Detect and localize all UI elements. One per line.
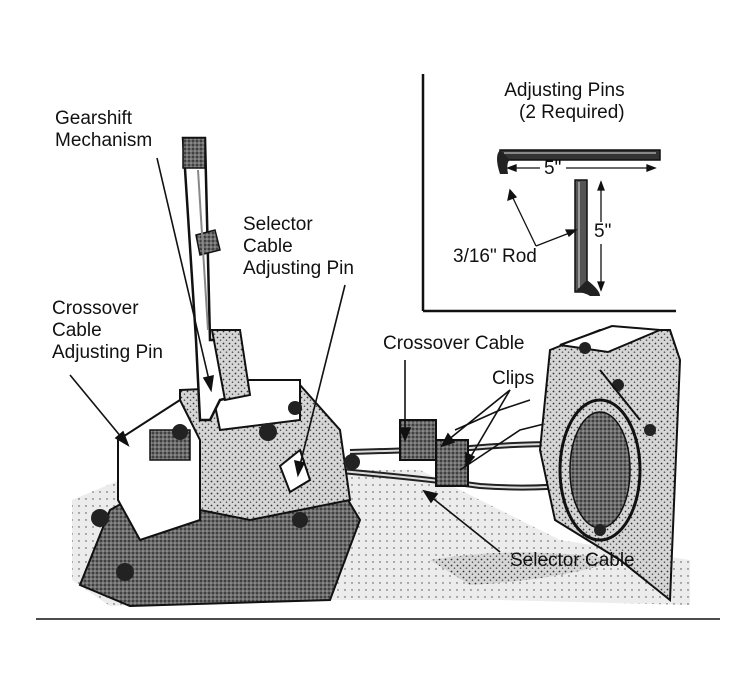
label-crossover-cable: Crossover Cable bbox=[383, 333, 525, 354]
label-leaders bbox=[69, 157, 511, 553]
label-line: Mechanism bbox=[55, 130, 153, 151]
adjusting-pin-vertical bbox=[574, 179, 600, 296]
dimension-lines bbox=[506, 164, 657, 292]
label-line: Gearshift bbox=[55, 108, 133, 129]
gearshift-lever bbox=[181, 136, 252, 422]
inset-title: Adjusting Pins (2 Required) bbox=[497, 80, 625, 124]
rod-label: 3/16" Rod bbox=[453, 246, 537, 267]
shifter-base bbox=[78, 379, 362, 608]
label-crossover-cable-adjusting-pin: Crossover Cable Adjusting Pin bbox=[52, 298, 163, 364]
label-line: Selector bbox=[243, 214, 313, 235]
label-selector-cable: Selector Cable bbox=[510, 550, 635, 571]
label-line: Cable bbox=[243, 236, 293, 257]
label-clips: Clips bbox=[492, 368, 535, 389]
label-line: Adjusting Pin bbox=[52, 342, 163, 363]
dimension-vertical-label: 5" bbox=[594, 221, 612, 242]
rod-leader bbox=[507, 188, 578, 247]
inset-title-line: (2 Required) bbox=[519, 102, 625, 123]
label-line: Adjusting Pin bbox=[243, 258, 354, 279]
label-line: Crossover bbox=[52, 298, 139, 319]
dimension-horizontal-label: 5" bbox=[544, 158, 562, 179]
label-gearshift-mechanism: Gearshift Mechanism bbox=[55, 108, 152, 152]
inset-title-line: Adjusting Pins bbox=[504, 80, 625, 101]
label-line: Cable bbox=[52, 320, 102, 341]
label-selector-cable-adjusting-pin: Selector Cable Adjusting Pin bbox=[243, 214, 354, 280]
inset-frame bbox=[421, 74, 676, 313]
adjusting-pin-horizontal bbox=[497, 149, 661, 174]
transmission-housing bbox=[538, 324, 682, 603]
